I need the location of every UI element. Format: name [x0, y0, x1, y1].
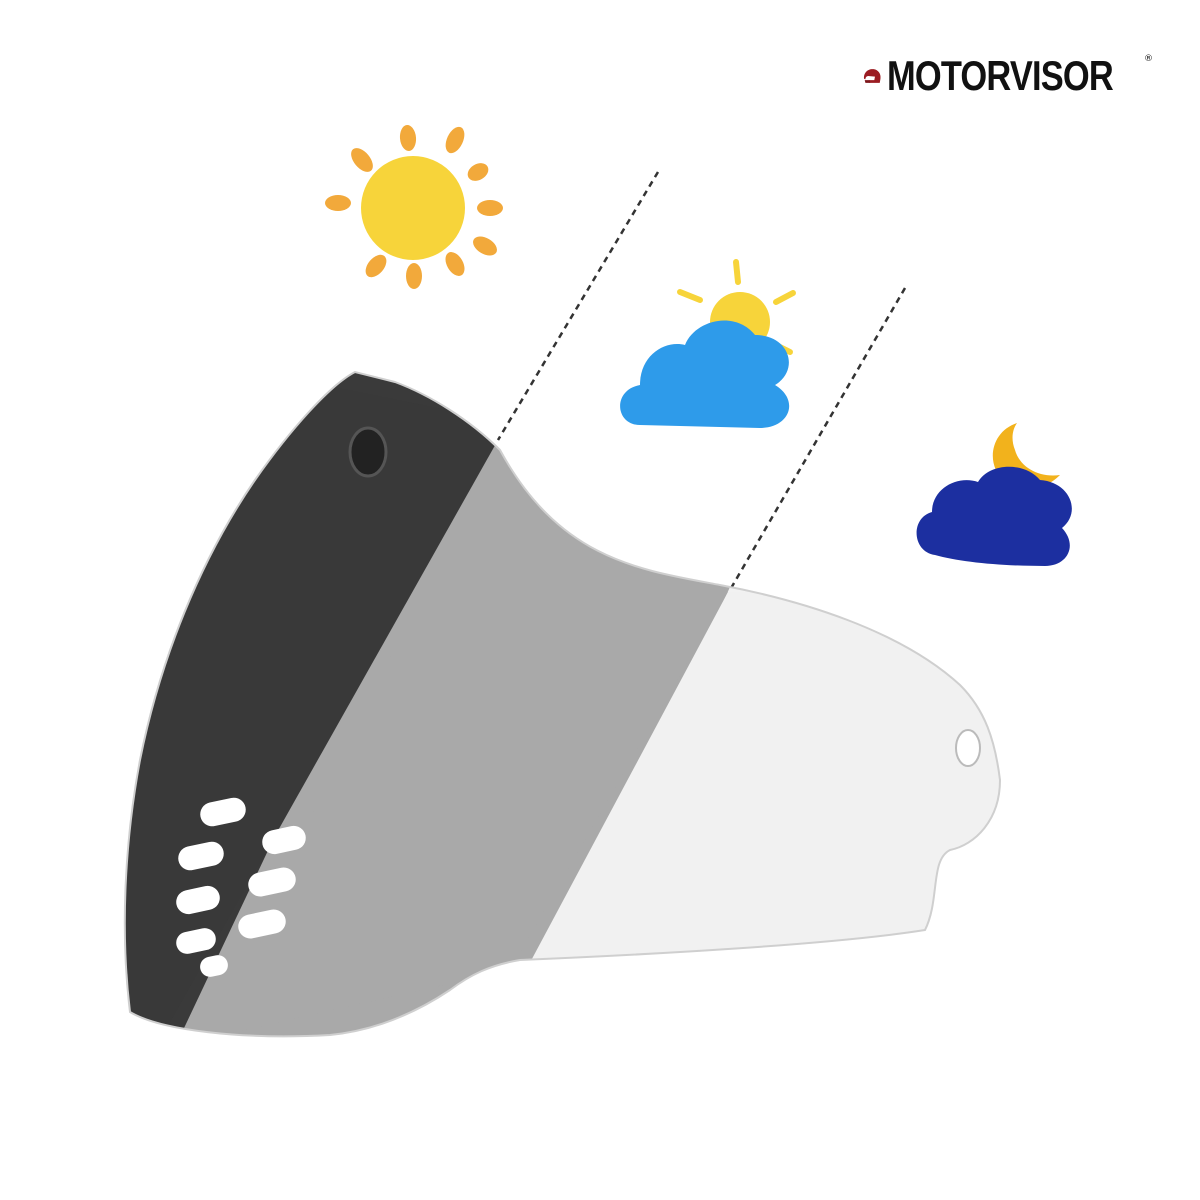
cloud-moon-icon: [916, 423, 1072, 566]
helmet-icon: [863, 69, 881, 83]
brand-name: MOTORVISOR: [886, 52, 1114, 99]
cloud-sun-icon: [620, 259, 796, 428]
tint-divider-lines: [496, 171, 907, 591]
sun-icon: [325, 125, 503, 289]
brand-logo: MOTORVISOR ®: [862, 46, 1162, 106]
registered-mark: ®: [1144, 54, 1153, 64]
